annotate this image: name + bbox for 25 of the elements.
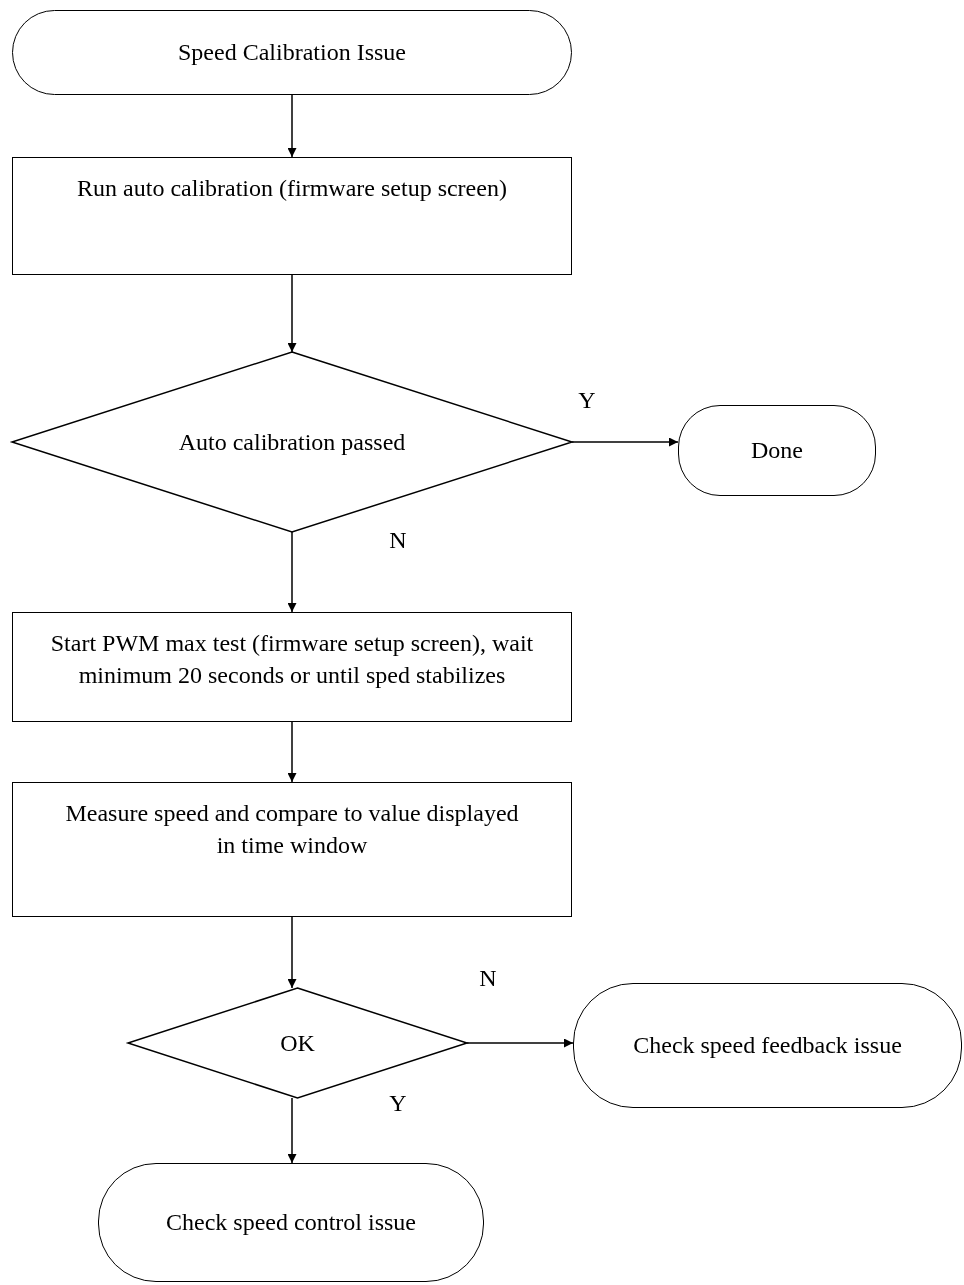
node-label: Run auto calibration (firmware setup screen): [77, 174, 507, 203]
node-label: Auto calibration passed: [178, 427, 406, 457]
terminal-box: [573, 983, 962, 1108]
terminal-box: [98, 1163, 484, 1282]
node-label: Check speed feedback issue: [633, 1031, 902, 1061]
node-label: OK: [280, 1028, 315, 1058]
arrow: [287, 916, 297, 989]
arrow: [287, 274, 297, 353]
arrow: [287, 94, 297, 158]
process-box: [12, 612, 572, 722]
node-label: Done: [751, 436, 803, 466]
node-label: Start PWM max test (firmware setup screen), wait minimum 20 seconds or until sped stabilizes: [49, 629, 535, 691]
arrow: [287, 1097, 297, 1164]
decision-diamond: [12, 352, 572, 532]
node-label: Measure speed and compare to value displayed in time window: [64, 799, 520, 861]
decision-diamond: [128, 988, 467, 1098]
node-label: Speed Calibration Issue: [178, 38, 406, 68]
node-label: Check speed control issue: [166, 1208, 416, 1238]
process-box: [12, 782, 572, 917]
arrow: [466, 1038, 574, 1048]
arrow: [571, 437, 679, 447]
terminal-box: [678, 405, 876, 496]
arrow: [287, 531, 297, 613]
process-box: [12, 157, 572, 275]
arrow: [287, 721, 297, 783]
